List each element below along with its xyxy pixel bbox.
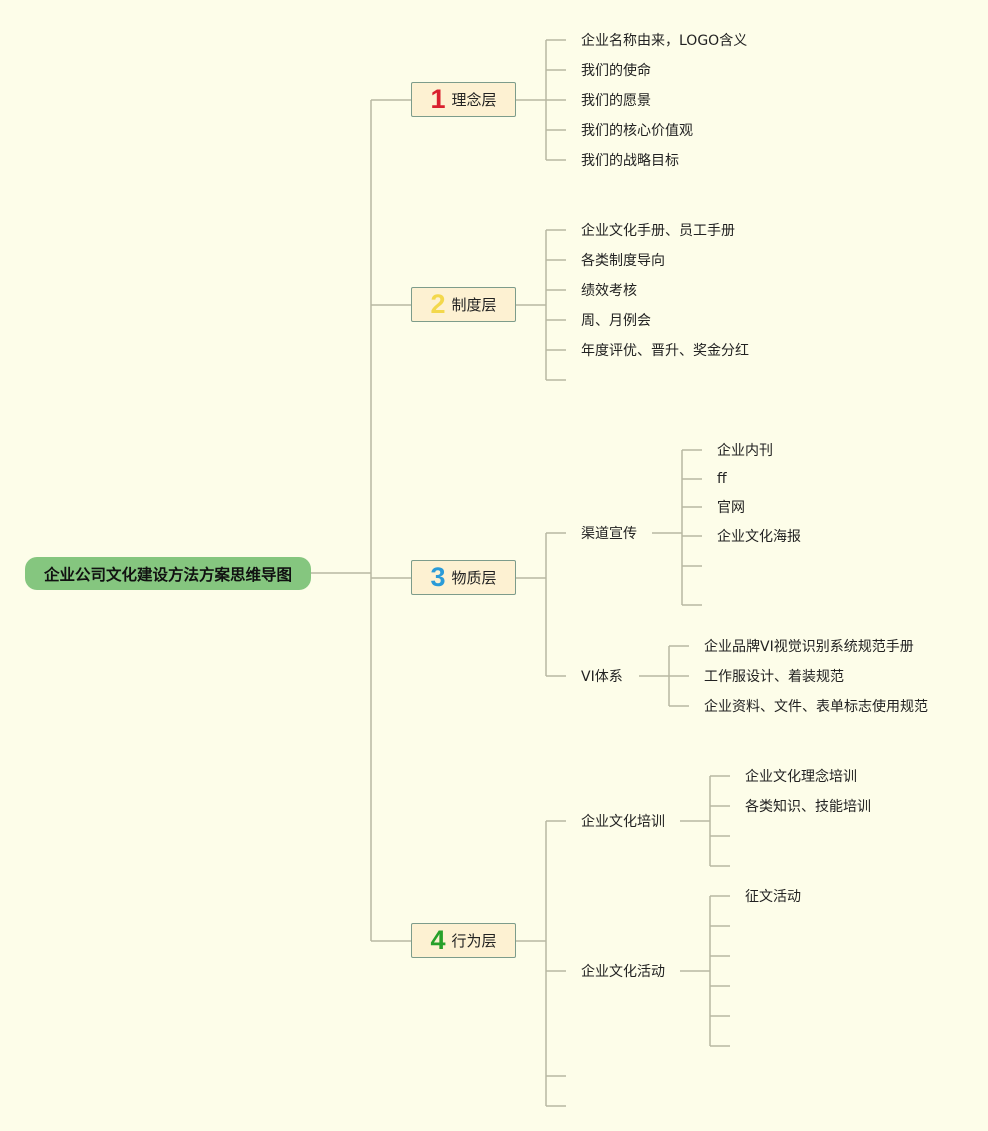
subtopic-group[interactable]: 渠道宣传 [581, 526, 637, 542]
number-2-icon: 2 [430, 289, 446, 319]
topic-layer-2[interactable]: 2 制度层 [411, 287, 516, 322]
topic-layer-4[interactable]: 4 行为层 [411, 923, 516, 958]
root-topic[interactable]: 企业公司文化建设方法方案思维导图 [25, 557, 311, 590]
topic-label: 理念层 [451, 91, 497, 109]
subtopic[interactable]: 我们的愿景 [581, 93, 651, 109]
subtopic[interactable]: 企业品牌VI视觉识别系统规范手册 [704, 639, 914, 655]
subtopic-group[interactable]: 企业文化活动 [581, 964, 665, 980]
subtopic[interactable]: 企业内刊 [717, 443, 773, 459]
subtopic[interactable]: 企业文化手册、员工手册 [581, 223, 735, 239]
subtopic[interactable]: 工作服设计、着装规范 [704, 669, 844, 685]
subtopic-group[interactable]: 企业文化培训 [581, 814, 665, 830]
subtopic[interactable]: 企业资料、文件、表单标志使用规范 [704, 699, 928, 715]
number-3-icon: 3 [430, 562, 446, 592]
subtopic[interactable]: 企业名称由来，LOGO含义 [581, 33, 748, 49]
subtopic-group[interactable]: VI体系 [581, 669, 623, 685]
subtopic[interactable]: 我们的战略目标 [581, 153, 679, 169]
number-1-icon: 1 [430, 84, 446, 114]
subtopic[interactable]: 企业文化理念培训 [745, 769, 857, 785]
topic-label: 物质层 [451, 569, 497, 587]
subtopic[interactable]: 年度评优、晋升、奖金分红 [581, 343, 749, 359]
root-label: 企业公司文化建设方法方案思维导图 [43, 565, 292, 584]
number-4-icon: 4 [430, 925, 446, 955]
topic-label: 制度层 [451, 296, 497, 314]
topic-label: 行为层 [451, 932, 497, 950]
subtopic[interactable]: 官网 [717, 500, 745, 516]
subtopic[interactable]: 我们的使命 [581, 63, 651, 79]
subtopic[interactable]: 企业文化海报 [717, 529, 801, 545]
subtopic[interactable]: 周、月例会 [581, 313, 651, 329]
subtopic[interactable]: ff [717, 471, 727, 487]
subtopic[interactable]: 我们的核心价值观 [581, 123, 693, 139]
subtopic[interactable]: 征文活动 [745, 889, 801, 905]
topic-layer-1[interactable]: 1 理念层 [411, 82, 516, 117]
subtopic[interactable]: 各类制度导向 [581, 253, 665, 269]
subtopic[interactable]: 各类知识、技能培训 [745, 799, 871, 815]
topic-layer-3[interactable]: 3 物质层 [411, 560, 516, 595]
subtopic[interactable]: 绩效考核 [581, 283, 637, 299]
